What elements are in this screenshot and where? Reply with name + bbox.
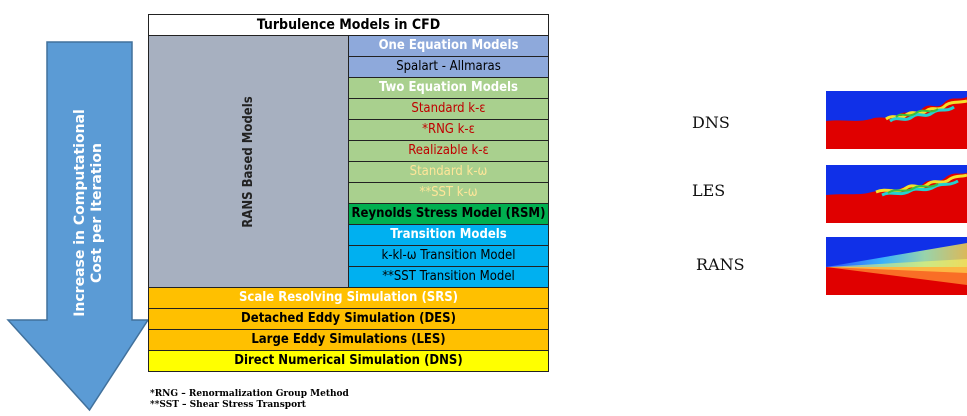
model-cell: Realizable k-ε [348,140,549,162]
model-cell: One Equation Models [348,35,549,57]
arrow-label: Increase in Computational Cost per Itera… [72,53,106,373]
table-row: **SST Transition Model [149,266,549,288]
table-row: Large Eddy Simulations (LES) [148,329,549,351]
footnote-sst: **SST – Shear Stress Transport [150,400,306,410]
turbulence-models-table: Turbulence Models in CFD RANS Based Mode… [148,14,549,372]
model-cell: Standard k-ε [348,98,549,120]
table-row: Transition Models [149,224,549,246]
les-simulation-image [826,165,967,223]
model-cell: k-kl-ω Transition Model [348,245,549,267]
rans-side-label: RANS Based Models [240,95,256,228]
table-row: Detached Eddy Simulation (DES) [148,308,549,330]
les-label: LES [692,181,726,200]
rans-side-label-cell: RANS Based Models [148,35,349,288]
cost-increase-arrow [6,41,150,412]
model-cell: Two Equation Models [348,77,549,99]
table-row: RANS Based Models One Equation Models [148,35,549,288]
footnotes: *RNG – Renormalization Group Method **SS… [150,389,548,411]
table-title: Turbulence Models in CFD [148,14,549,36]
footnote-rng: *RNG – Renormalization Group Method [150,389,349,399]
model-cell: Standard k-ω [348,161,549,183]
table-row: k-kl-ω Transition Model [149,245,549,267]
model-cell: Transition Models [348,224,549,246]
arrow-label-line2: Cost per Iteration [89,143,105,283]
simulation-cell: Scale Resolving Simulation (SRS) [148,287,549,309]
table-row: Direct Numerical Simulation (DNS) [148,350,549,372]
model-cell: *RNG k-ε [348,119,549,141]
dns-label: DNS [692,113,730,132]
simulation-cell: Direct Numerical Simulation (DNS) [148,350,549,372]
rans-simulation-image [826,237,967,295]
simulation-cell: Large Eddy Simulations (LES) [148,329,549,351]
arrow-label-line1: Increase in Computational [72,109,88,317]
table-row: *RNG k-ε [149,119,549,141]
table-row: Two Equation Models [149,77,549,99]
table-row: **SST k-ω [149,182,549,204]
model-cell: **SST Transition Model [348,266,549,288]
table-row: Standard k-ω [149,161,549,183]
table-row: Standard k-ε [149,98,549,120]
rans-label: RANS [696,255,745,274]
table-row: Scale Resolving Simulation (SRS) [148,287,549,309]
table-row: Realizable k-ε [149,140,549,162]
model-cell: **SST k-ω [348,182,549,204]
simulation-cell: Detached Eddy Simulation (DES) [148,308,549,330]
model-cell: Spalart - Allmaras [348,56,549,78]
table-row: Reynolds Stress Model (RSM) [149,203,549,225]
dns-simulation-image [826,91,967,149]
model-cell: Reynolds Stress Model (RSM) [348,203,549,225]
